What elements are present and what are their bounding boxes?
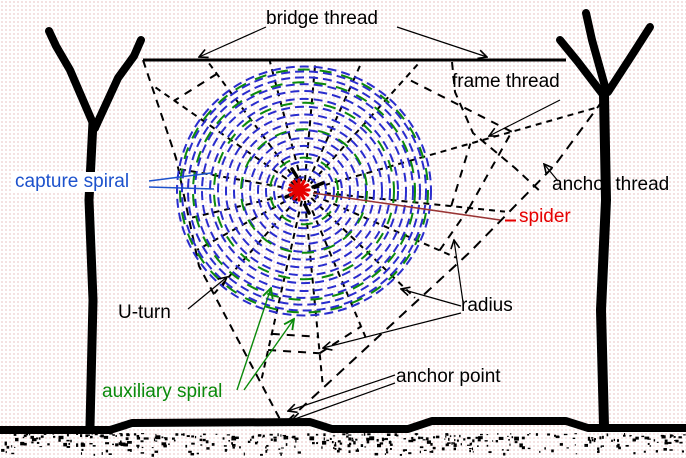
- spider-label: spider: [519, 206, 571, 227]
- capture-spiral-label: capture spiral: [13, 171, 132, 192]
- bridge-thread-label: bridge thread: [266, 8, 378, 29]
- anchor-point-label: anchor point: [396, 366, 501, 387]
- radius-label: radius: [461, 295, 513, 316]
- u-turn-label: U-turn: [118, 302, 171, 323]
- anchor-thread-label: anchor thread: [552, 174, 670, 195]
- auxiliary-spiral-label: auxiliary spiral: [102, 381, 223, 402]
- frame-thread-label: frame thread: [452, 71, 560, 92]
